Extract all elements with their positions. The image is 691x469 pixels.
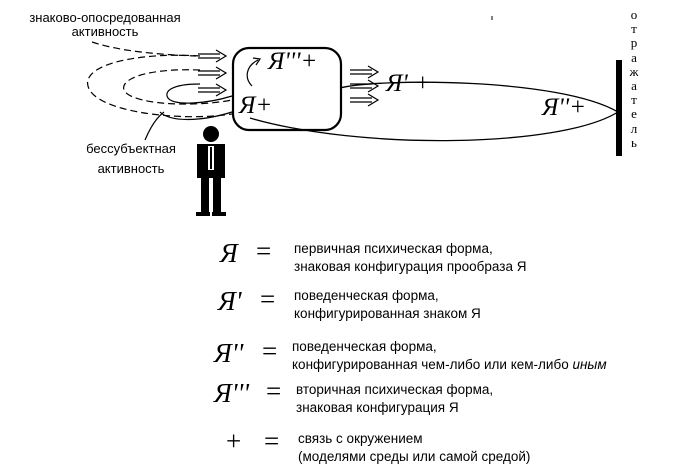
reflector-letter: ь (631, 134, 637, 150)
legend-symbol: + (226, 426, 242, 456)
label-mediated-activity: знаково-опосредованная активность (2, 11, 208, 39)
legend-symbol: Я (220, 238, 238, 268)
legend-equals: = (256, 236, 272, 266)
legend-symbol: Я'' (214, 338, 244, 368)
legend-description: связь с окружением (моделями среды или с… (298, 430, 530, 466)
legend-line: вторичная психическая форма, (296, 382, 494, 397)
label-subjectless-line2: активность (97, 161, 165, 176)
input-arrow-3 (198, 83, 228, 97)
outer-loop (249, 81, 620, 142)
reflector-letter: т (631, 92, 637, 108)
reflector-letter: л (630, 120, 638, 136)
input-arrow-1 (198, 49, 228, 63)
reflector-bar (616, 60, 622, 156)
legend-line: первичная психическая форма, (294, 241, 493, 256)
legend-line: конфигурированная знаком Я (294, 306, 481, 321)
legend-line: знаковая конфигурация прообраза Я (294, 259, 527, 274)
reflector-letter: а (631, 78, 637, 94)
legend-description: вторичная психическая форма, знаковая ко… (296, 381, 493, 417)
reflector-letter: р (630, 35, 638, 51)
label-connector-top (91, 41, 197, 57)
label-connector-subject (144, 111, 165, 141)
person-icon (196, 126, 226, 216)
left-loop-lower (159, 111, 233, 121)
symbol-right: Я''+ (542, 94, 586, 121)
psyche-box (231, 46, 343, 132)
output-arrow-2 (350, 79, 380, 93)
legend-line: связь с окружением (298, 431, 423, 446)
label-reflector-vertical: о т р а ж а т е л ь (627, 7, 641, 150)
legend-equals: = (264, 426, 280, 456)
legend-line: поведенческая форма, (294, 288, 439, 303)
legend-equals: = (266, 376, 282, 406)
symbol-middle: Я' + (386, 70, 431, 97)
legend-line: поведенческая форма, (292, 339, 437, 354)
label-mediated-line2: активность (71, 24, 139, 39)
input-arrow-2 (198, 66, 228, 80)
output-arrow-1 (350, 65, 380, 79)
legend-description: поведенческая форма, конфигурированная ч… (292, 338, 607, 374)
legend-line: (моделями среды или самой средой) (298, 449, 531, 464)
symbol-box-top: Я'''+ (268, 48, 318, 75)
legend-description: первичная психическая форма, знаковая ко… (294, 240, 526, 276)
box-inner-arrowhead (252, 57, 262, 66)
legend-equals: = (262, 336, 278, 366)
legend-symbol: Я''' (214, 378, 250, 408)
label-mediated-line1: знаково-опосредованная (29, 10, 181, 25)
legend-description: поведенческая форма, конфигурированная з… (294, 287, 481, 323)
legend-symbol: Я' (218, 286, 242, 316)
reflector-letter: о (630, 7, 638, 22)
label-subjectless-activity: бессубъектная активность (66, 139, 196, 179)
legend-equals: = (260, 284, 276, 314)
box-inner-arrow (246, 59, 259, 87)
legend-line: конфигурированная чем-либо или кем-либо (292, 357, 569, 372)
label-subjectless-line1: бессубъектная (86, 141, 176, 156)
legend-line: знаковая конфигурация Я (296, 400, 459, 415)
legend-line-with-suffix: конфигурированная чем-либо или кем-либо … (292, 356, 607, 374)
output-arrow-3 (350, 93, 380, 107)
left-loop-outer (87, 54, 233, 118)
symbol-box-bottom: Я+ (239, 92, 273, 119)
reflector-letter: а (631, 49, 637, 65)
left-loop-middle (123, 69, 233, 105)
reflector-letter: ж (629, 63, 639, 79)
reflector-letter: е (631, 106, 637, 122)
left-loop-inner (166, 83, 233, 104)
legend-italic-suffix: иным (572, 357, 607, 372)
reflector-letter: т (631, 21, 637, 37)
